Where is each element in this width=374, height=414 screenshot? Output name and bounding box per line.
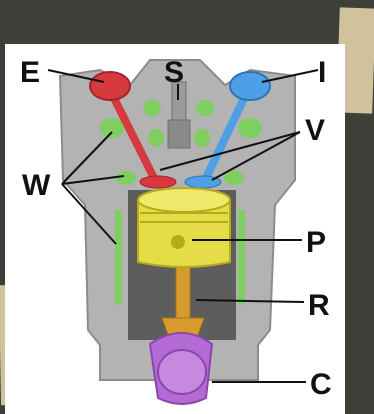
crankshaft xyxy=(150,333,212,404)
label-r: R xyxy=(308,289,330,322)
piston xyxy=(138,188,230,267)
label-w: W xyxy=(22,169,51,202)
label-v: V xyxy=(305,114,325,147)
label-c: C xyxy=(310,368,332,401)
label-i: I xyxy=(318,56,326,89)
label-p: P xyxy=(306,226,326,259)
label-e: E xyxy=(20,56,40,89)
label-s: S xyxy=(164,56,184,89)
